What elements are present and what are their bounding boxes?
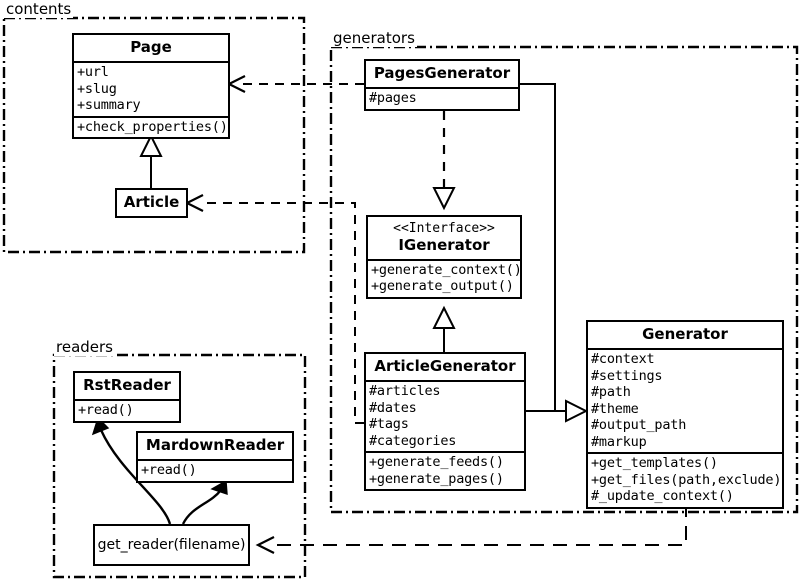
- class-box-igenerator[interactable]: <<Interface>> IGenerator +generate_conte…: [366, 215, 522, 299]
- class-title-articlegenerator: ArticleGenerator: [374, 357, 516, 375]
- class-title-mardownreader: MardownReader: [145, 436, 285, 454]
- class-member: +check_properties(): [77, 118, 228, 135]
- class-methods-generator: +get_templates() +get_files(path,exclude…: [588, 452, 782, 507]
- class-member: #dates: [369, 399, 417, 416]
- class-member: #theme: [591, 400, 639, 417]
- class-box-mardownreader[interactable]: MardownReader +read(): [136, 431, 294, 483]
- class-member: +get_files(path,exclude): [591, 471, 782, 488]
- class-name-igenerator: IGenerator: [398, 235, 490, 254]
- class-box-generator[interactable]: Generator #context #settings #path #them…: [586, 320, 784, 509]
- class-title-rstreader: RstReader: [83, 376, 171, 394]
- class-member: #output_path: [591, 417, 687, 434]
- class-attributes-generator: #context #settings #path #theme #output_…: [588, 348, 782, 452]
- class-member: +url: [77, 64, 109, 81]
- class-attributes-page: +url +slug +summary: [74, 61, 228, 116]
- function-box-get-reader[interactable]: get_reader(filename): [93, 524, 250, 566]
- class-methods-page: +check_properties(): [74, 115, 228, 138]
- dependency-generator-to-getreader: [255, 503, 687, 554]
- class-box-articlegenerator[interactable]: ArticleGenerator #articles #dates #tags …: [364, 352, 526, 492]
- class-stereotype-igenerator: <<Interface>>: [393, 221, 495, 236]
- class-title-article: Article: [123, 193, 180, 211]
- class-member: #tags: [369, 416, 409, 433]
- class-box-page[interactable]: Page +url +slug +summary +check_properti…: [72, 33, 230, 140]
- class-member: #settings: [591, 367, 663, 384]
- class-member: +get_templates(): [591, 455, 718, 472]
- class-member: +slug: [77, 80, 117, 97]
- class-member: #markup: [591, 433, 647, 450]
- class-attributes-articlegenerator: #articles #dates #tags #categories: [366, 380, 524, 451]
- class-title-generator: Generator: [642, 325, 728, 343]
- package-label-generators: generators: [331, 29, 417, 47]
- dependency-pagesgenerator-to-page: [226, 75, 364, 93]
- class-member: +generate_feeds(): [369, 454, 504, 471]
- package-label-readers: readers: [54, 338, 115, 356]
- class-methods-rstreader: +read(): [75, 399, 179, 421]
- generalization-articlegenerator-to-igenerator: [432, 305, 456, 355]
- class-methods-articlegenerator: +generate_feeds() +generate_pages(): [366, 451, 524, 489]
- realization-pagesgenerator-to-igenerator: [432, 111, 456, 211]
- class-box-pagesgenerator[interactable]: PagesGenerator #pages: [364, 59, 520, 111]
- class-member: +generate_output(): [371, 278, 514, 295]
- class-member: #categories: [369, 432, 457, 449]
- class-title-igenerator: <<Interface>> IGenerator: [368, 217, 520, 259]
- class-member: +generate_context(): [371, 261, 522, 278]
- class-member: #articles: [369, 383, 441, 400]
- package-label-contents: contents: [4, 0, 74, 18]
- class-title-pagesgenerator: PagesGenerator: [373, 64, 511, 82]
- class-member: #_update_context(): [591, 488, 734, 505]
- generalization-article-to-page: [139, 133, 163, 188]
- class-member: #pages: [369, 90, 417, 107]
- class-member: #context: [591, 351, 655, 368]
- class-member: +summary: [77, 97, 141, 114]
- class-methods-mardownreader: +read(): [138, 459, 292, 481]
- class-member: #path: [591, 384, 631, 401]
- dependency-articlegenerator-to-article: [184, 194, 364, 424]
- class-methods-igenerator: +generate_context() +generate_output(): [368, 258, 522, 297]
- generalization-generators-to-generator: [519, 83, 589, 423]
- class-box-rstreader[interactable]: RstReader +read(): [73, 371, 181, 423]
- function-label-get-reader: get_reader(filename): [97, 537, 246, 553]
- class-box-article[interactable]: Article: [115, 188, 188, 219]
- class-member: +generate_pages(): [369, 470, 504, 487]
- class-member: +read(): [141, 462, 197, 479]
- creates-getreader-to-mardownreader: [181, 479, 228, 525]
- class-member: +read(): [78, 402, 134, 419]
- class-title-page: Page: [130, 38, 172, 56]
- class-attributes-pagesgenerator: #pages: [366, 87, 518, 109]
